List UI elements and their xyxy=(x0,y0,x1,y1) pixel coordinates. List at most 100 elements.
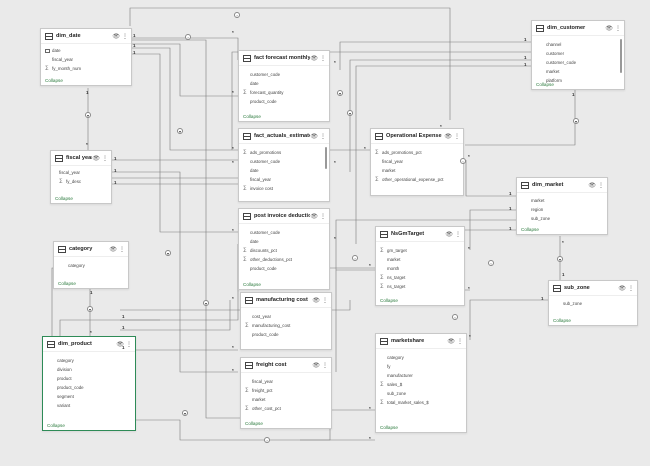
field-row[interactable]: manufacturer xyxy=(387,373,413,378)
field-row[interactable]: customer_code xyxy=(250,72,281,77)
field-row[interactable]: ∑gm_target xyxy=(380,247,407,253)
field-row[interactable]: ∑forecast_quantity xyxy=(243,89,284,95)
eye-icon[interactable]: 👁 xyxy=(109,246,117,253)
more-options-icon[interactable]: ⋮ xyxy=(322,297,328,304)
more-options-icon[interactable]: ⋮ xyxy=(119,246,125,253)
field-row[interactable]: fiscal_year xyxy=(250,177,271,182)
scrollbar[interactable] xyxy=(620,39,622,73)
field-row[interactable]: category xyxy=(68,263,85,268)
field-row[interactable]: fiscal_year xyxy=(59,170,80,175)
field-row[interactable]: cost_year xyxy=(252,314,272,319)
field-row[interactable]: product_code xyxy=(252,332,279,337)
collapse-link[interactable]: Collapse xyxy=(245,421,263,426)
collapse-link[interactable]: Collapse xyxy=(536,82,554,87)
table-card-sub-zone[interactable]: sub_zone👁⋮ sub_zone Collapse xyxy=(548,280,638,326)
field-row[interactable]: market xyxy=(252,397,266,402)
field-row[interactable]: customer xyxy=(546,51,565,56)
table-card-dim-product[interactable]: dim_product👁⋮ category division product … xyxy=(42,336,136,431)
field-row[interactable]: market xyxy=(382,168,396,173)
field-row[interactable]: ∑other_deductions_pct xyxy=(243,256,292,262)
table-card-dim-market[interactable]: dim_market👁⋮ market region sub_zone Coll… xyxy=(516,177,608,235)
field-row[interactable]: ∑ns_target xyxy=(380,274,406,280)
field-row[interactable]: ∑manufacturing_cost xyxy=(245,322,291,328)
field-row[interactable]: market xyxy=(546,69,560,74)
table-card-fact-forecast-monthly[interactable]: fact forecast monthly👁⋮ customer_code da… xyxy=(238,50,330,122)
more-options-icon[interactable]: ⋮ xyxy=(454,133,460,140)
table-card-category[interactable]: category👁⋮ category Collapse xyxy=(53,241,129,289)
field-row[interactable]: ∑fy_desc xyxy=(59,178,82,184)
eye-icon[interactable]: 👁 xyxy=(588,182,596,189)
field-row[interactable]: market xyxy=(531,198,545,203)
field-row[interactable]: fiscal_year xyxy=(252,379,273,384)
field-row[interactable]: customer_code xyxy=(250,230,281,235)
table-card-nsgmtarget[interactable]: NsGmTarget👁⋮ ∑gm_target market month ∑ns… xyxy=(375,226,465,306)
table-card-dim-date[interactable]: dim_date👁⋮ date fiscal_year ∑fy_month_nu… xyxy=(40,28,132,86)
field-row[interactable]: segment xyxy=(57,394,74,399)
more-options-icon[interactable]: ⋮ xyxy=(322,362,328,369)
more-options-icon[interactable]: ⋮ xyxy=(126,341,132,348)
more-options-icon[interactable]: ⋮ xyxy=(598,182,604,189)
field-row[interactable]: ∑discounts_pct xyxy=(243,247,277,253)
collapse-link[interactable]: Collapse xyxy=(243,282,261,287)
field-row[interactable]: ∑fy_month_num xyxy=(45,65,82,71)
field-row[interactable]: product_code xyxy=(250,99,277,104)
collapse-link[interactable]: Collapse xyxy=(380,298,398,303)
field-row[interactable]: product_code xyxy=(57,385,84,390)
field-row[interactable]: ∑ads_promotions xyxy=(243,149,282,155)
field-row[interactable]: division xyxy=(57,367,72,372)
field-row[interactable]: ∑other_operational_expense_pct xyxy=(375,176,444,182)
field-row[interactable]: fiscal_year xyxy=(52,57,73,62)
field-row[interactable]: fiscal_year xyxy=(382,159,403,164)
scrollbar[interactable] xyxy=(325,147,327,169)
table-card-fact-actuals-estimates[interactable]: fact_actuals_estimates👁⋮ ∑ads_promotions… xyxy=(238,128,330,202)
field-row[interactable]: sub_zone xyxy=(563,301,583,306)
field-row[interactable]: ∑freight_pct xyxy=(245,387,273,393)
field-row[interactable]: channel xyxy=(546,42,562,47)
eye-icon[interactable]: 👁 xyxy=(447,338,455,345)
eye-icon[interactable]: 👁 xyxy=(445,231,453,238)
field-row[interactable]: category xyxy=(387,355,404,360)
field-row[interactable]: customer_code xyxy=(250,159,281,164)
field-row[interactable]: ∑other_cost_pct xyxy=(245,405,281,411)
table-card-marketshare[interactable]: marketshare👁⋮ category fy manufacturer ∑… xyxy=(375,333,467,433)
collapse-link[interactable]: Collapse xyxy=(47,423,65,428)
more-options-icon[interactable]: ⋮ xyxy=(457,338,463,345)
field-row[interactable]: product_code xyxy=(250,266,277,271)
field-row[interactable]: category xyxy=(57,358,74,363)
field-row[interactable]: ∑total_market_sales_$ xyxy=(380,399,429,405)
field-row[interactable]: sub_zone xyxy=(387,391,407,396)
field-row[interactable]: date xyxy=(250,168,259,173)
more-options-icon[interactable]: ⋮ xyxy=(102,155,108,162)
field-row[interactable]: month xyxy=(387,266,400,271)
field-row[interactable]: region xyxy=(531,207,544,212)
collapse-link[interactable]: Collapse xyxy=(58,281,76,286)
collapse-link[interactable]: Collapse xyxy=(521,227,539,232)
collapse-link[interactable]: Collapse xyxy=(55,196,73,201)
field-row[interactable]: ∑invoice cost xyxy=(243,185,273,191)
eye-icon[interactable]: 👁 xyxy=(605,25,613,32)
more-options-icon[interactable]: ⋮ xyxy=(320,213,326,220)
collapse-link[interactable]: Collapse xyxy=(45,78,63,83)
field-row[interactable]: ∑ads_promotions_pct xyxy=(375,149,422,155)
eye-icon[interactable]: 👁 xyxy=(312,297,320,304)
table-card-operational-expense[interactable]: Operational Expense👁⋮ ∑ads_promotions_pc… xyxy=(370,128,464,196)
eye-icon[interactable]: 👁 xyxy=(112,33,120,40)
eye-icon[interactable]: 👁 xyxy=(444,133,452,140)
field-row[interactable]: date xyxy=(45,46,131,55)
eye-icon[interactable]: 👁 xyxy=(618,285,626,292)
field-row[interactable]: sub_zone xyxy=(531,216,551,221)
eye-icon[interactable]: 👁 xyxy=(310,133,318,140)
field-row[interactable]: market xyxy=(387,257,401,262)
field-row[interactable]: product xyxy=(57,376,72,381)
eye-icon[interactable]: 👁 xyxy=(310,55,318,62)
collapse-link[interactable]: Collapse xyxy=(553,318,571,323)
table-card-dim-customer[interactable]: dim_customer👁⋮ channel customer customer… xyxy=(531,20,625,90)
collapse-link[interactable]: Collapse xyxy=(380,425,398,430)
collapse-link[interactable]: Collapse xyxy=(243,114,261,119)
table-card-fiscal-year[interactable]: fiscal year👁⋮ fiscal_year ∑fy_desc Colla… xyxy=(50,150,112,204)
eye-icon[interactable]: 👁 xyxy=(92,155,100,162)
field-row[interactable]: customer_code xyxy=(546,60,577,65)
field-row[interactable]: variant xyxy=(57,403,71,408)
field-row[interactable]: date xyxy=(250,81,259,86)
eye-icon[interactable]: 👁 xyxy=(116,341,124,348)
